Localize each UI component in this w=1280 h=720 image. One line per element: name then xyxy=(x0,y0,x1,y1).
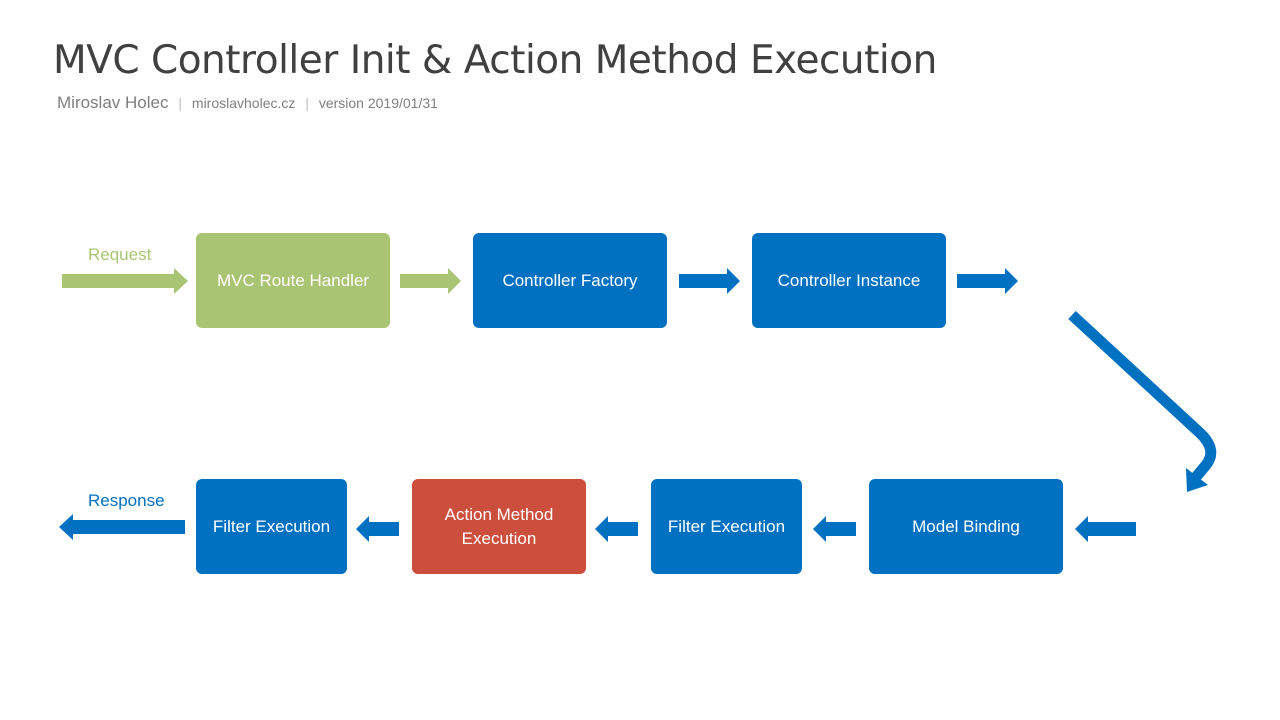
arrow-filter-to-action xyxy=(595,516,638,542)
separator: | xyxy=(178,95,183,111)
arrow-action-to-filter xyxy=(356,516,399,542)
author-website: miroslavholec.cz xyxy=(191,95,296,111)
node-label: Action Method Execution xyxy=(444,504,554,548)
node-label: Controller Factory xyxy=(502,270,638,290)
author-name: Miroslav Holec xyxy=(57,93,169,112)
node-mvc-route-handler: MVC Route Handler xyxy=(196,233,390,328)
arrow-binding-to-filter xyxy=(813,516,856,542)
node-model-binding: Model Binding xyxy=(869,479,1063,574)
arrow-into-model-binding xyxy=(1075,516,1136,542)
arrow-instance-out xyxy=(957,268,1018,294)
separator: | xyxy=(305,95,309,111)
node-label: Filter Execution xyxy=(667,516,786,536)
response-label: Response xyxy=(88,491,165,510)
node-filter-execution-after: Filter Execution xyxy=(196,479,347,574)
request-label: Request xyxy=(88,245,152,264)
arrow-factory-to-instance xyxy=(679,268,740,294)
node-label: Controller Instance xyxy=(777,270,921,290)
slide-subtitle: Miroslav Holec | miroslavholec.cz | vers… xyxy=(57,93,438,113)
node-action-method-execution: Action Method Execution xyxy=(412,479,586,574)
node-controller-instance: Controller Instance xyxy=(752,233,946,328)
node-label: MVC Route Handler xyxy=(216,270,370,290)
node-controller-factory: Controller Factory xyxy=(473,233,667,328)
node-label: Filter Execution xyxy=(212,516,331,536)
turn-arrow xyxy=(1068,310,1217,492)
response-arrow xyxy=(59,514,185,540)
request-arrow xyxy=(62,268,188,294)
slide-title: MVC Controller Init & Action Method Exec… xyxy=(53,38,937,83)
arrow-route-to-factory xyxy=(400,268,461,294)
node-label: Model Binding xyxy=(912,516,1020,536)
version-label: version 2019/01/31 xyxy=(318,95,438,111)
node-filter-execution-before: Filter Execution xyxy=(651,479,802,574)
